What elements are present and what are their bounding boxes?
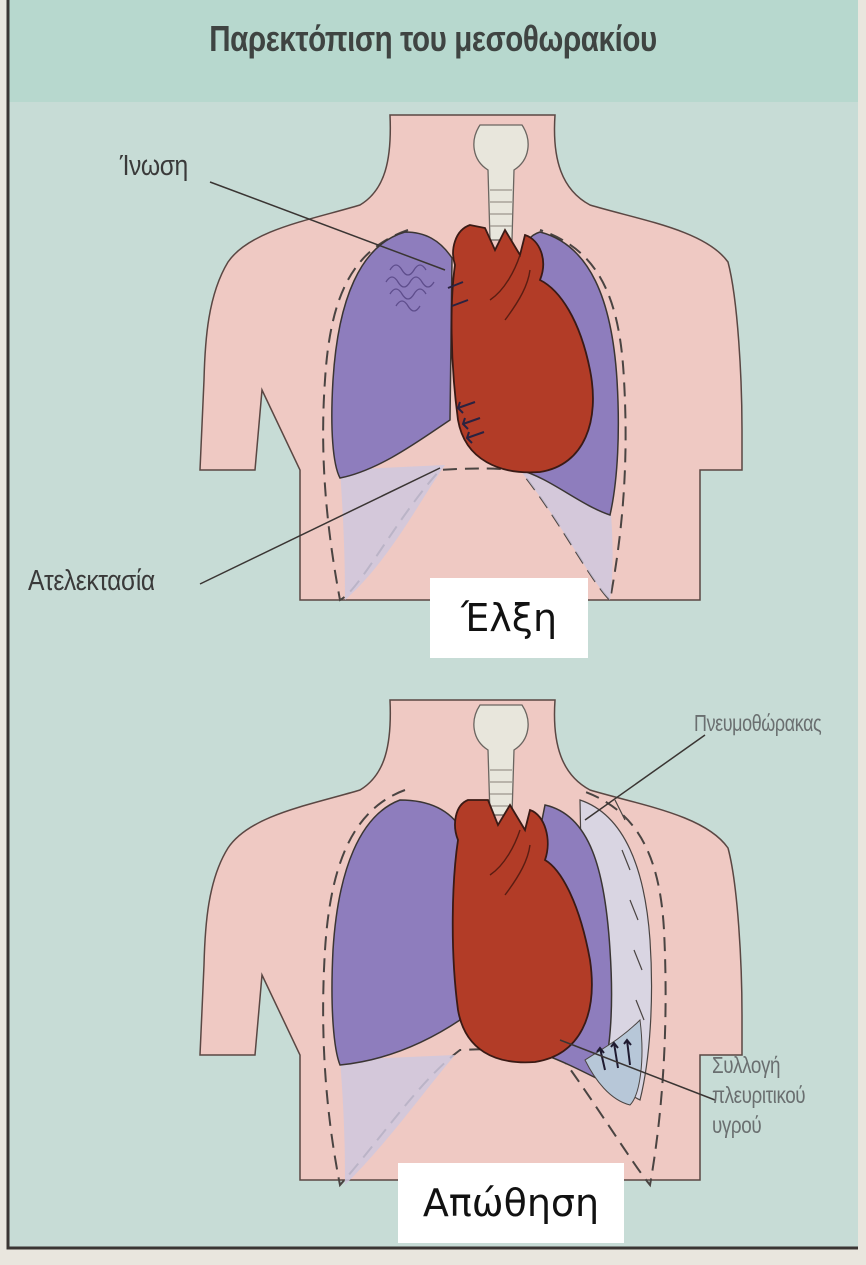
label-effusion-line2: πλευριτικού: [712, 1080, 805, 1110]
label-effusion-line3: υγρού: [712, 1110, 805, 1140]
label-fibrosis: Ίνωση: [120, 150, 188, 183]
caption-pushing: Απώθηση: [398, 1163, 624, 1243]
label-atelectasis: Ατελεκτασία: [28, 565, 155, 598]
caption-traction: Έλξη: [430, 578, 588, 658]
label-effusion-line1: Συλλογή: [712, 1050, 805, 1080]
label-pneumothorax: Πνευμοθώρακας: [694, 710, 821, 737]
label-pleural-effusion: Συλλογή πλευριτικού υγρού: [712, 1050, 805, 1140]
figure-title: Παρεκτόπιση του μεσοθωρακίου: [78, 18, 788, 60]
